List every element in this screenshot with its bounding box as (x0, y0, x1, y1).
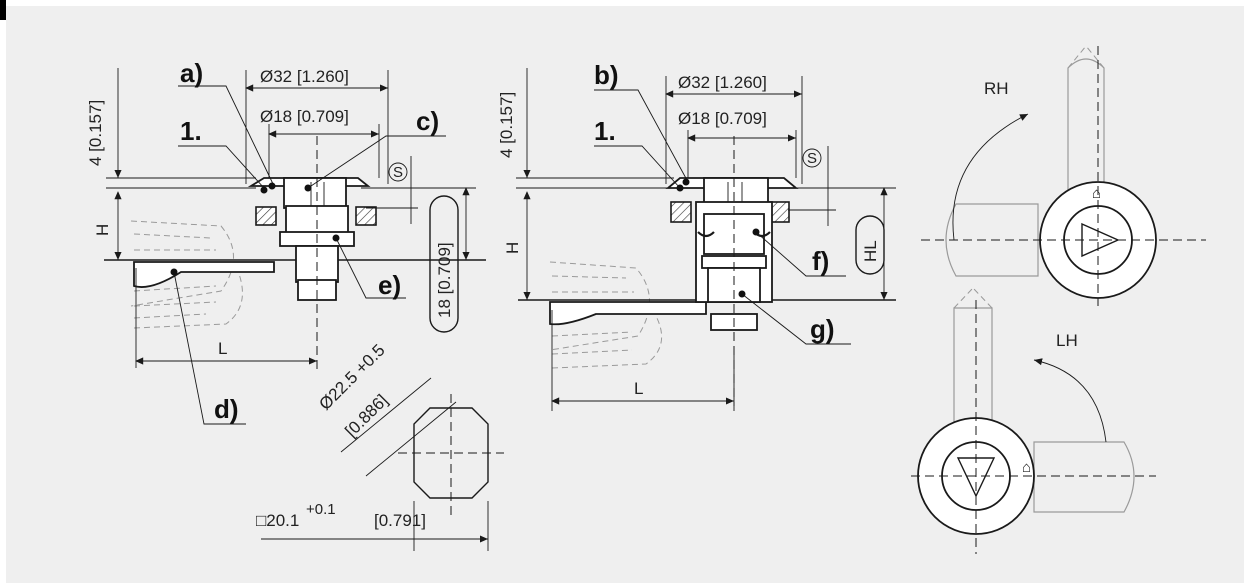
rh-label: RH (984, 79, 1009, 98)
panel-cutout-view: Ø22.5 +0.5 [0.886] □20.1 +0.1 [0.791] (256, 341, 504, 551)
left-height: H (93, 224, 112, 236)
left-side-height: 18 [0.709] (435, 242, 454, 318)
left-length: L (218, 339, 227, 358)
corner-mark (0, 0, 6, 20)
mid-inner-dia: Ø18 [0.709] (678, 109, 767, 128)
mid-outer-dia: Ø32 [1.260] (678, 73, 767, 92)
mid-callout-1: 1. (594, 116, 616, 146)
cutout-dia-inch: [0.886] (341, 391, 391, 441)
mid-s-symbol: S (807, 150, 817, 167)
left-callout-1: 1. (180, 116, 202, 146)
left-s-symbol: S (393, 164, 403, 181)
cutout-square: □20.1 (256, 511, 299, 530)
left-inner-dia: Ø18 [0.709] (260, 107, 349, 126)
left-top-offset: 4 [0.157] (86, 100, 105, 166)
mid-hl: HL (861, 240, 880, 262)
lh-lock-icon: ⌂ (1022, 459, 1031, 476)
left-section-view: Ø32 [1.260] Ø18 [0.709] 4 [0.157] H S 18… (86, 58, 486, 425)
middle-section-view: Ø32 [1.260] Ø18 [0.709] 4 [0.157] H S HL… (497, 60, 896, 411)
mid-callout-g: g) (810, 314, 835, 344)
rotation-rh-view: RH ⌂ (921, 45, 1206, 306)
drawing-sheet: Ø32 [1.260] Ø18 [0.709] 4 [0.157] H S 18… (6, 6, 1244, 583)
left-callout-a: a) (180, 58, 203, 88)
mid-callout-f: f) (812, 246, 829, 276)
technical-drawing: Ø32 [1.260] Ø18 [0.709] 4 [0.157] H S 18… (86, 45, 1206, 554)
mid-height: H (503, 242, 522, 254)
left-callout-e: e) (378, 270, 401, 300)
mid-length: L (634, 379, 643, 398)
mid-callout-b: b) (594, 60, 619, 90)
left-callout-d: d) (214, 394, 239, 424)
lh-label: LH (1056, 331, 1078, 350)
left-callout-c: c) (416, 106, 439, 136)
rh-lock-icon: ⌂ (1092, 185, 1101, 202)
left-outer-dia: Ø32 [1.260] (260, 67, 349, 86)
rotation-lh-view: LH ⌂ (911, 287, 1156, 554)
cutout-square-tol: +0.1 (306, 501, 336, 518)
cutout-square-inch: [0.791] (374, 511, 426, 530)
mid-top-offset: 4 [0.157] (497, 92, 516, 158)
